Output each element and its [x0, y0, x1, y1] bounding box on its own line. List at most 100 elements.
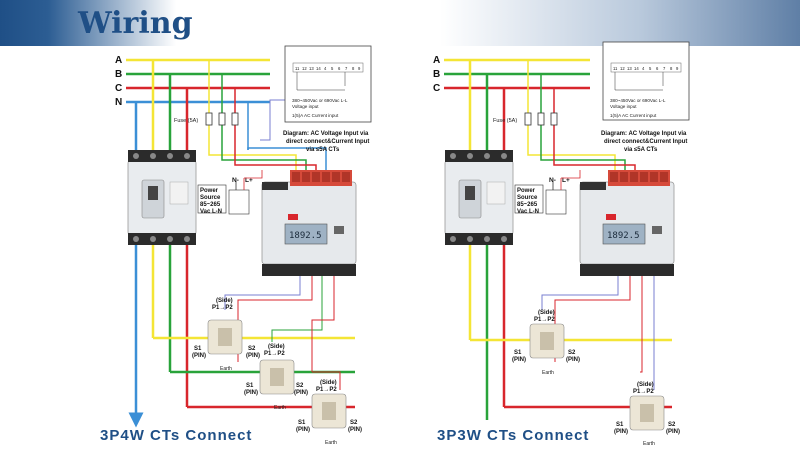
- svg-text:P1→P2: P1→P2: [633, 389, 654, 395]
- power-n: N-: [232, 177, 239, 184]
- power-source-block: N- L+ Power Source 85~265 Vac L-N: [514, 170, 581, 215]
- svg-text:S1: S1: [616, 422, 624, 428]
- svg-text:85~265: 85~265: [200, 202, 221, 208]
- svg-text:(PIN): (PIN): [246, 353, 260, 359]
- svg-text:Voltage input: Voltage input: [610, 104, 637, 109]
- svg-text:12: 12: [302, 66, 307, 71]
- svg-text:Diagram: AC Voltage Input via: Diagram: AC Voltage Input via: [601, 131, 687, 137]
- caption-3p4w: 3P4W CTs Connect: [100, 427, 252, 444]
- meter-display: 1892.5: [289, 231, 322, 241]
- phase-label-c: C: [115, 83, 122, 94]
- svg-text:(Side): (Side): [216, 298, 233, 304]
- power-l: L+: [245, 177, 253, 184]
- svg-text:6: 6: [656, 66, 659, 71]
- svg-text:380~450Vac or 690Vac L-L: 380~450Vac or 690Vac L-L: [292, 98, 348, 103]
- svg-text:1(5)A AC Current input: 1(5)A AC Current input: [292, 113, 339, 118]
- svg-text:4: 4: [642, 66, 645, 71]
- svg-text:(PIN): (PIN): [666, 429, 680, 435]
- svg-text:Earth: Earth: [325, 440, 337, 446]
- caption-3p3w: 3P3W CTs Connect: [437, 427, 589, 444]
- svg-text:(Side): (Side): [538, 310, 555, 316]
- svg-text:8: 8: [670, 66, 673, 71]
- svg-text:4: 4: [324, 66, 327, 71]
- svg-text:direct connect&Current Input: direct connect&Current Input: [286, 139, 369, 145]
- current-transformer-a: (Side) P1→P2 S1 (PIN) S2 (PIN) Earth: [512, 310, 580, 376]
- svg-text:S1: S1: [298, 420, 306, 426]
- current-transformer-a: (Side) P1→P2 S1 (PIN) S2 (PIN) Earth: [192, 298, 260, 372]
- fuse-label: Fuse (5A): [174, 118, 198, 124]
- svg-text:(PIN): (PIN): [296, 427, 310, 433]
- svg-text:Earth: Earth: [220, 366, 232, 372]
- svg-text:S1: S1: [514, 350, 522, 356]
- panel-3p3w: A B C Fuse (5A): [433, 41, 690, 447]
- svg-text:9: 9: [358, 66, 361, 71]
- svg-text:Power: Power: [200, 188, 219, 194]
- svg-text:13: 13: [627, 66, 632, 71]
- svg-text:Earth: Earth: [643, 441, 655, 447]
- phase-label-n: N: [115, 97, 122, 108]
- svg-text:(PIN): (PIN): [512, 357, 526, 363]
- current-transformer-c: (Side) P1→P2 S1 (PIN) S2 (PIN) Earth: [614, 382, 680, 447]
- svg-text:S2: S2: [296, 383, 304, 389]
- svg-text:11: 11: [295, 66, 300, 71]
- svg-text:5: 5: [331, 66, 334, 71]
- svg-text:8: 8: [352, 66, 355, 71]
- power-n: N-: [549, 177, 556, 184]
- svg-text:7: 7: [345, 66, 348, 71]
- phase-label-b: B: [115, 69, 122, 80]
- svg-text:12: 12: [620, 66, 625, 71]
- svg-text:Source: Source: [517, 195, 538, 201]
- meter-display: 1892.5: [607, 231, 640, 241]
- svg-text:6: 6: [338, 66, 341, 71]
- panel-3p4w: A B C N: [100, 45, 372, 446]
- svg-text:(PIN): (PIN): [294, 390, 308, 396]
- current-transformer-c: (Side) P1→P2 S1 (PIN) S2 (PIN) Earth: [296, 380, 362, 446]
- circuit-breaker: [127, 150, 197, 245]
- svg-text:(PIN): (PIN): [192, 353, 206, 359]
- svg-text:(Side): (Side): [637, 382, 654, 388]
- svg-text:13: 13: [309, 66, 314, 71]
- fuse-label: Fuse (5A): [493, 118, 517, 124]
- phase-label-c: C: [433, 83, 440, 94]
- spec-box: 11 12 13 14 4 5 6 7 8 9 380~450Vac or 69…: [602, 41, 690, 121]
- phase-label-b: B: [433, 69, 440, 80]
- energy-meter: 1892.5: [579, 170, 675, 276]
- svg-text:(Side): (Side): [320, 380, 337, 386]
- svg-text:1(5)A AC Current input: 1(5)A AC Current input: [610, 113, 657, 118]
- svg-text:Diagram: AC Voltage Input via: Diagram: AC Voltage Input via: [283, 131, 369, 137]
- svg-text:Vac L-N: Vac L-N: [200, 209, 222, 215]
- svg-text:Voltage input: Voltage input: [292, 104, 319, 109]
- circuit-breaker: [444, 150, 514, 245]
- svg-text:11: 11: [613, 66, 618, 71]
- svg-text:14: 14: [634, 66, 639, 71]
- svg-text:S1: S1: [246, 383, 254, 389]
- svg-text:5: 5: [649, 66, 652, 71]
- svg-text:P1→P2: P1→P2: [534, 317, 555, 323]
- svg-text:(Side): (Side): [268, 344, 285, 350]
- svg-text:Earth: Earth: [542, 370, 554, 376]
- svg-text:via ≤5A CTs: via ≤5A CTs: [624, 147, 658, 153]
- svg-text:(PIN): (PIN): [566, 357, 580, 363]
- power-l: L+: [562, 177, 570, 184]
- phase-label-a: A: [115, 55, 122, 66]
- svg-text:9: 9: [676, 66, 679, 71]
- title-band: [0, 0, 800, 46]
- energy-meter: 1892.5: [261, 170, 357, 276]
- svg-text:via ≤5A CTs: via ≤5A CTs: [306, 147, 340, 153]
- current-transformer-b: (Side) P1→P2 S1 (PIN) S2 (PIN) Earth: [244, 344, 308, 411]
- svg-text:85~265: 85~265: [517, 202, 538, 208]
- svg-text:(PIN): (PIN): [348, 427, 362, 433]
- spec-box: 11 12 13 14 4 5 6 7 8 9 380~450Vac or 69…: [284, 45, 372, 123]
- svg-text:(PIN): (PIN): [244, 390, 258, 396]
- svg-text:7: 7: [663, 66, 666, 71]
- svg-text:P1→P2: P1→P2: [264, 351, 285, 357]
- svg-text:(PIN): (PIN): [614, 429, 628, 435]
- svg-text:direct connect&Current Input: direct connect&Current Input: [604, 139, 687, 145]
- svg-text:14: 14: [316, 66, 321, 71]
- svg-text:Earth: Earth: [274, 405, 286, 411]
- svg-text:P1→P2: P1→P2: [212, 305, 233, 311]
- page-title: Wiring: [78, 6, 193, 41]
- power-source-block: N- L+ Power Source 85~265 Vac L-N: [197, 170, 263, 215]
